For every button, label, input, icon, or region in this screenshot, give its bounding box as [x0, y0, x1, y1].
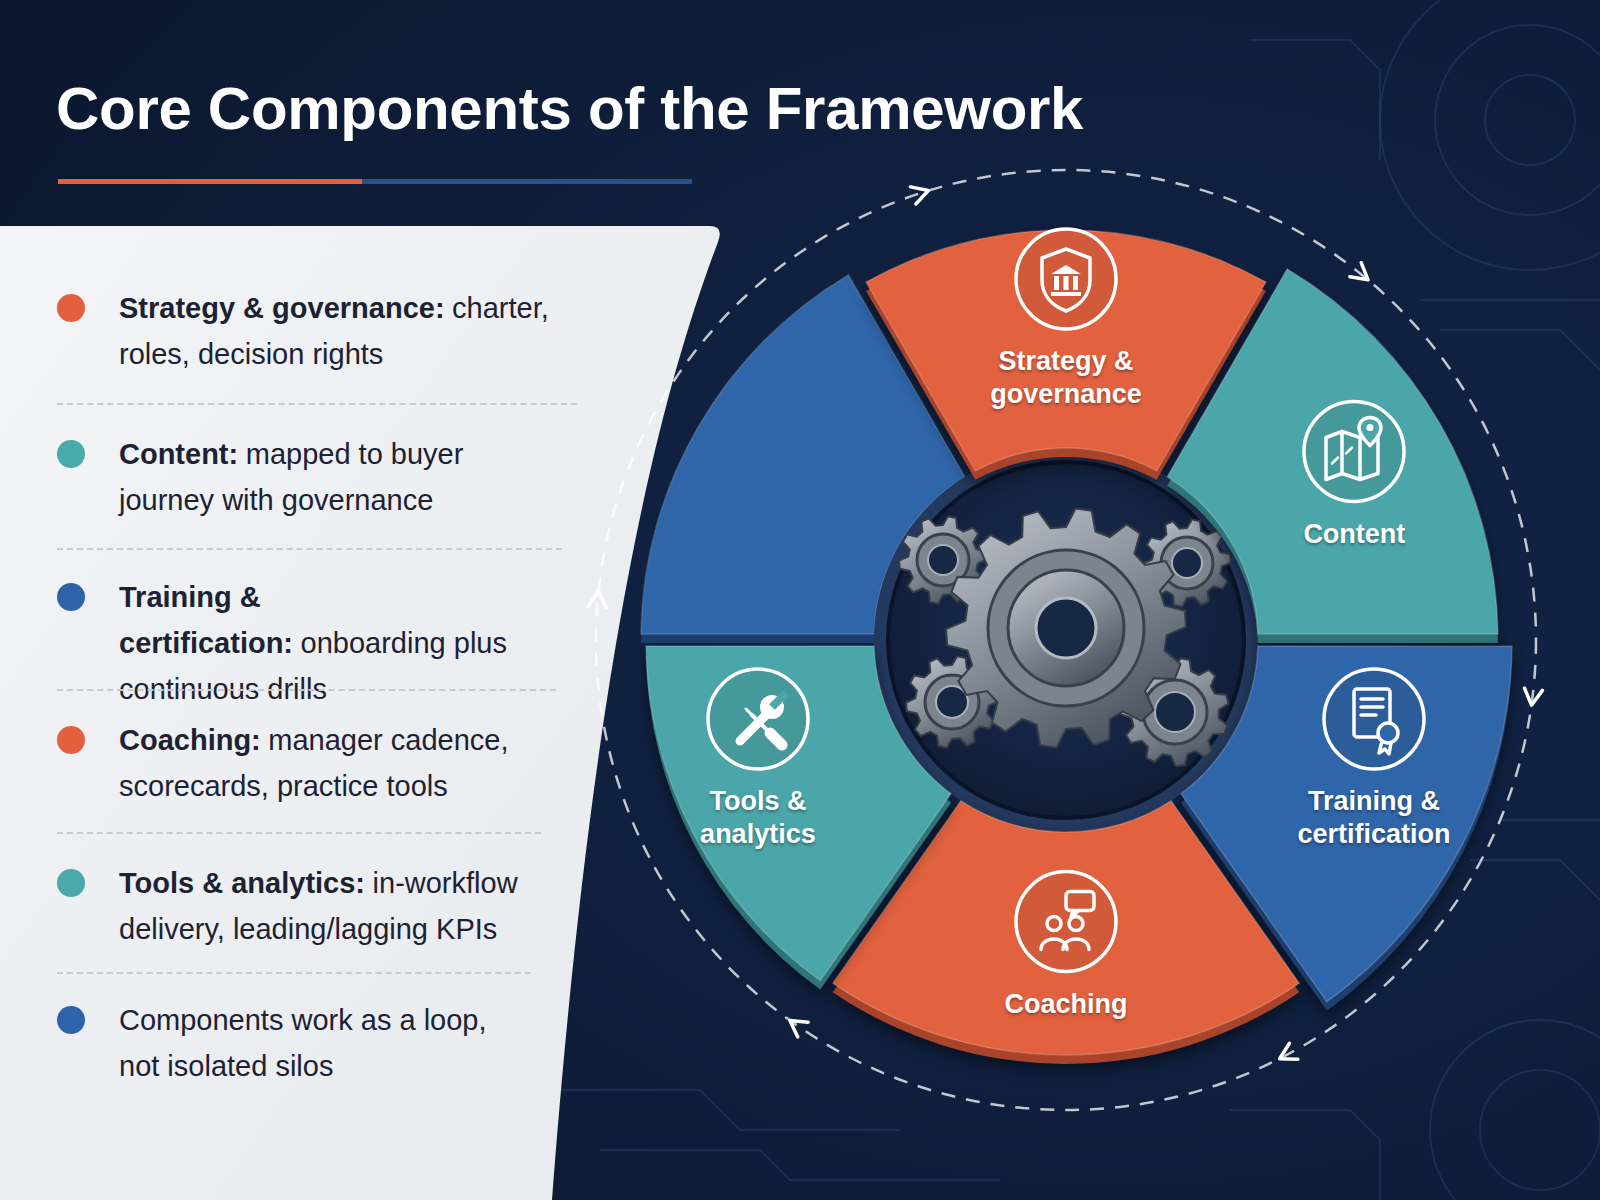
- gear-hole: [1036, 598, 1096, 658]
- bullet-item: Tools & analytics:in-workflow delivery, …: [119, 860, 569, 952]
- icon-part: [746, 709, 752, 715]
- segment-face: [1167, 269, 1498, 634]
- bullet-heading: Content:: [119, 438, 238, 470]
- bullet-heading: Training & certification:: [119, 581, 293, 659]
- arrow-head: [1350, 263, 1368, 280]
- icon-part: [1063, 939, 1089, 950]
- arrow-head: [588, 591, 606, 608]
- bullet-item: Components work as a loop, not isolated …: [119, 997, 509, 1089]
- icon-ring: [1016, 872, 1116, 972]
- segment-label: Tools & analytics: [678, 785, 838, 851]
- segment-content: Coaching: [971, 868, 1161, 1021]
- gear-ring: [1008, 570, 1124, 686]
- gear-cluster: [899, 508, 1231, 766]
- bullet-text: Components work as a loop, not isolated …: [119, 1004, 487, 1082]
- gear: [946, 508, 1186, 747]
- icon-part: [772, 693, 786, 707]
- bullet-heading: Strategy & governance:: [119, 292, 445, 324]
- loop-arrows: [588, 187, 1542, 1059]
- bullet-dot: [57, 869, 85, 897]
- icon-part: [740, 715, 766, 741]
- icon-part: [1361, 699, 1383, 715]
- gear-hole: [1036, 598, 1096, 658]
- icon-part: [1332, 447, 1352, 463]
- separator-line: [57, 548, 562, 550]
- icon-part: [1042, 249, 1090, 311]
- icon-ring: [708, 669, 808, 769]
- icon-part: [1379, 741, 1391, 754]
- segment-face: [646, 646, 951, 981]
- separator-line: [57, 972, 531, 974]
- segment-icon: [1320, 665, 1428, 773]
- icon-part: [1066, 892, 1094, 911]
- hub: [888, 462, 1244, 818]
- segment-content: Strategy & governance: [976, 225, 1156, 411]
- icon-part: [1054, 276, 1059, 290]
- arrow-head: [790, 1020, 808, 1037]
- separator-line: [57, 403, 577, 405]
- ring-segment: Tools & analytics: [642, 636, 960, 999]
- segment-shape: [642, 636, 960, 999]
- loop-circle: [596, 170, 1536, 1110]
- icon-ring: [1324, 669, 1424, 769]
- segment-icon: [704, 665, 812, 773]
- text-panel: [0, 226, 720, 1200]
- bullet-dot: [57, 440, 85, 468]
- separator-line: [57, 832, 541, 834]
- gear-hole: [1172, 548, 1202, 578]
- icon-part: [1359, 417, 1381, 445]
- circuit-decor: [560, 0, 1600, 1200]
- icon-part: [1051, 265, 1081, 274]
- bullet-item: Coaching:manager cadence, scorecards, pr…: [119, 717, 559, 809]
- bullet-item: Content:mapped to buyer journey with gov…: [119, 431, 519, 523]
- icon-part: [770, 733, 782, 745]
- arrow-head: [910, 187, 928, 204]
- icon-part: [1051, 292, 1081, 296]
- bullet-item: Training & certification:onboarding plus…: [119, 574, 569, 712]
- segment-icon: [1012, 225, 1120, 333]
- icon-part: [1047, 917, 1061, 931]
- bullet-dot: [57, 294, 85, 322]
- segment-label: Content: [1259, 517, 1449, 550]
- separator-line: [57, 689, 556, 691]
- bullet-item: Strategy & governance:charter, roles, de…: [119, 285, 589, 377]
- icon-ring: [1016, 229, 1116, 329]
- bullet-dot: [57, 583, 85, 611]
- bullet-heading: Coaching:: [119, 724, 261, 756]
- segment-label: Coaching: [971, 988, 1161, 1021]
- segment-content: Content: [1259, 397, 1449, 550]
- ring-segment: Content: [1158, 261, 1502, 654]
- segment-content: Tools & analytics: [678, 665, 838, 851]
- gear-hub: [988, 550, 1144, 706]
- icon-part: [1064, 276, 1069, 290]
- segment-label: Strategy & governance: [976, 345, 1156, 411]
- diagram-title: Core Components of the Framework: [56, 74, 1083, 143]
- icon-part: [1367, 424, 1374, 431]
- title-underline: [362, 179, 692, 184]
- bullet-heading: Tools & analytics:: [119, 867, 365, 899]
- segment-icon: [1300, 397, 1408, 505]
- title-underline: [58, 179, 362, 184]
- bullet-dot: [57, 1006, 85, 1034]
- icon-part: [1342, 431, 1360, 479]
- segment-label: Training & certification: [1279, 785, 1469, 851]
- bullet-dot: [57, 726, 85, 754]
- segment-icon: [1012, 868, 1120, 976]
- gear-hole: [1155, 692, 1195, 732]
- arrow-head: [1525, 688, 1543, 705]
- icon-part: [1073, 276, 1078, 290]
- gear-hole: [928, 545, 958, 575]
- icon-ring: [1304, 401, 1404, 501]
- icon-part: [1071, 911, 1079, 918]
- arrow-head: [1280, 1043, 1298, 1059]
- segment-content: Training & certification: [1279, 665, 1469, 851]
